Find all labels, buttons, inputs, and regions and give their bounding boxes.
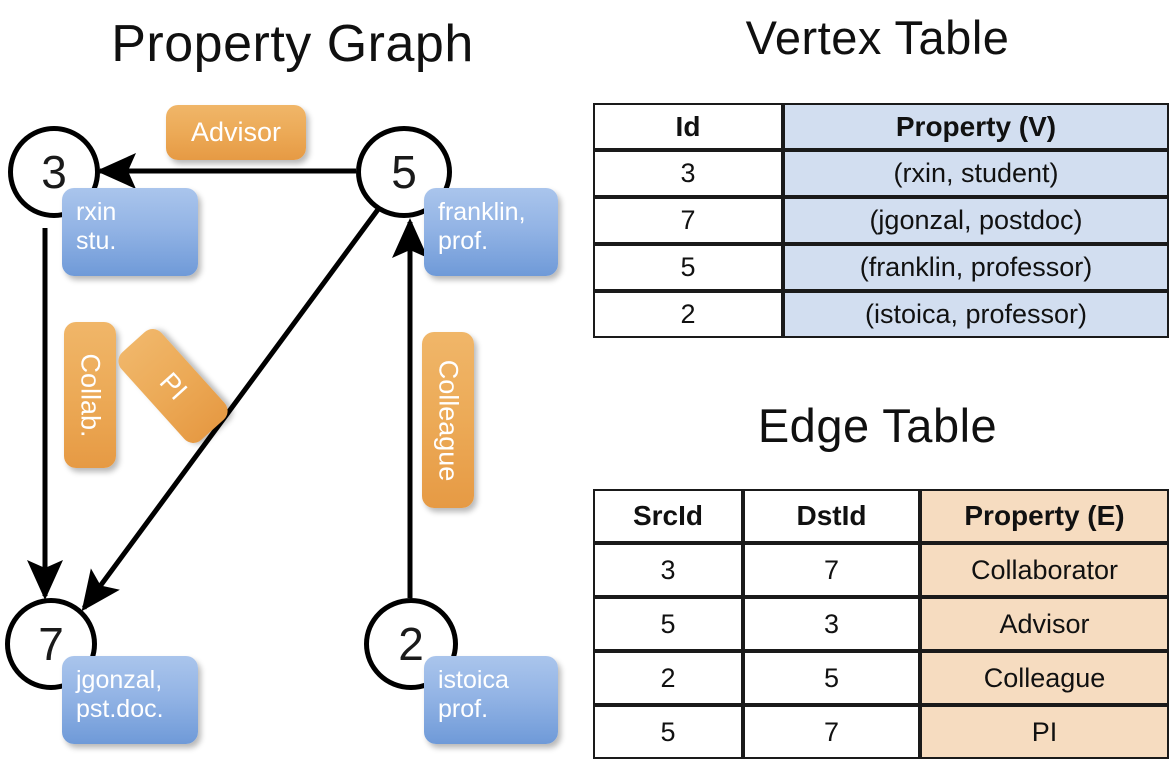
vertex-row-0-id: 3 <box>593 150 783 197</box>
table-row: 2 5 Colleague <box>593 651 1169 705</box>
graph-node-5-label: 5 <box>391 146 417 198</box>
vertex-table-header-id: Id <box>593 103 783 150</box>
table-row: 7 (jgonzal, postdoc) <box>593 197 1169 244</box>
edge-table-header-property: Property (E) <box>920 489 1169 543</box>
graph-node-2-property-callout: istoica prof. <box>424 656 558 744</box>
graph-node-3-label: 3 <box>41 146 67 198</box>
edge-row-3-property: PI <box>920 705 1169 759</box>
edge-table: SrcId DstId Property (E) 3 7 Collaborato… <box>593 489 1169 759</box>
page-title-vertex-table: Vertex Table <box>745 11 1010 64</box>
page-title-edge-table: Edge Table <box>757 399 998 452</box>
edge-row-0-dst: 7 <box>743 543 920 597</box>
graph-node-7-property-line-1: jgonzal, <box>76 666 163 694</box>
vertex-row-2-property: (franklin, professor) <box>783 244 1169 291</box>
graph-node-5-property-line-1: franklin, <box>438 198 526 226</box>
edge-table-header-dstid: DstId <box>743 489 920 543</box>
edge-table-header-row: SrcId DstId Property (E) <box>593 489 1169 543</box>
edge-row-1-property: Advisor <box>920 597 1169 651</box>
edge-label-pi-text: PI <box>153 366 194 406</box>
graph-edges-layer <box>26 152 429 612</box>
vertex-row-0-property: (rxin, student) <box>783 150 1169 197</box>
edge-label-collab: Collab. <box>64 322 116 468</box>
vertex-table-header-property: Property (V) <box>783 103 1169 150</box>
table-row: 5 3 Advisor <box>593 597 1169 651</box>
graph-node-5[interactable]: 5 <box>356 126 452 218</box>
table-row: 5 7 PI <box>593 705 1169 759</box>
vertex-row-1-id: 7 <box>593 197 783 244</box>
graph-node-2-property-line-1: istoica <box>438 666 509 694</box>
graph-node-2[interactable]: 2 <box>364 598 458 690</box>
vertex-row-3-property: (istoica, professor) <box>783 291 1169 338</box>
graph-node-7-property-callout: jgonzal, pst.doc. <box>62 656 198 744</box>
edge-row-3-dst: 7 <box>743 705 920 759</box>
page-title-property-graph: Property Graph <box>111 15 474 73</box>
graph-node-7-label: 7 <box>38 618 64 670</box>
edge-row-2-src: 2 <box>593 651 743 705</box>
vertex-table: Id Property (V) 3 (rxin, student) 7 (jgo… <box>593 103 1169 338</box>
edge-row-1-dst: 3 <box>743 597 920 651</box>
graph-node-5-property-callout: franklin, prof. <box>424 188 558 276</box>
graph-node-3-property-callout: rxin stu. <box>62 188 198 276</box>
graph-node-2-property-line-2: prof. <box>438 695 489 723</box>
edge-row-0-src: 3 <box>593 543 743 597</box>
edge-label-advisor: Advisor <box>166 105 306 160</box>
edge-row-2-property: Colleague <box>920 651 1169 705</box>
vertex-table-header-row: Id Property (V) <box>593 103 1169 150</box>
vertex-row-3-id: 2 <box>593 291 783 338</box>
edge-row-2-dst: 5 <box>743 651 920 705</box>
vertex-row-2-id: 5 <box>593 244 783 291</box>
edge-label-colleague: Colleague <box>422 332 474 508</box>
graph-node-3-property-line-2: stu. <box>76 227 117 255</box>
edge-row-0-property: Collaborator <box>920 543 1169 597</box>
edge-table-header-srcid: SrcId <box>593 489 743 543</box>
edge-label-advisor-text: Advisor <box>190 117 282 147</box>
table-row: 2 (istoica, professor) <box>593 291 1169 338</box>
table-row: 3 (rxin, student) <box>593 150 1169 197</box>
vertex-row-1-property: (jgonzal, postdoc) <box>783 197 1169 244</box>
edge-row-3-src: 5 <box>593 705 743 759</box>
edge-arrow-pi <box>81 202 385 612</box>
graph-node-7-property-line-2: pst.doc. <box>76 695 164 723</box>
property-graph-diagram: 3 5 7 2 rxin stu. franklin, prof. jgonza… <box>5 105 558 744</box>
edge-row-1-src: 5 <box>593 597 743 651</box>
edge-label-colleague-text: Colleague <box>433 359 464 481</box>
graph-node-5-property-line-2: prof. <box>438 227 489 255</box>
edge-label-collab-text: Collab. <box>75 352 106 438</box>
table-row: 3 7 Collaborator <box>593 543 1169 597</box>
table-row: 5 (franklin, professor) <box>593 244 1169 291</box>
graph-node-2-label: 2 <box>398 618 424 670</box>
graph-node-3-property-line-1: rxin <box>76 198 117 226</box>
